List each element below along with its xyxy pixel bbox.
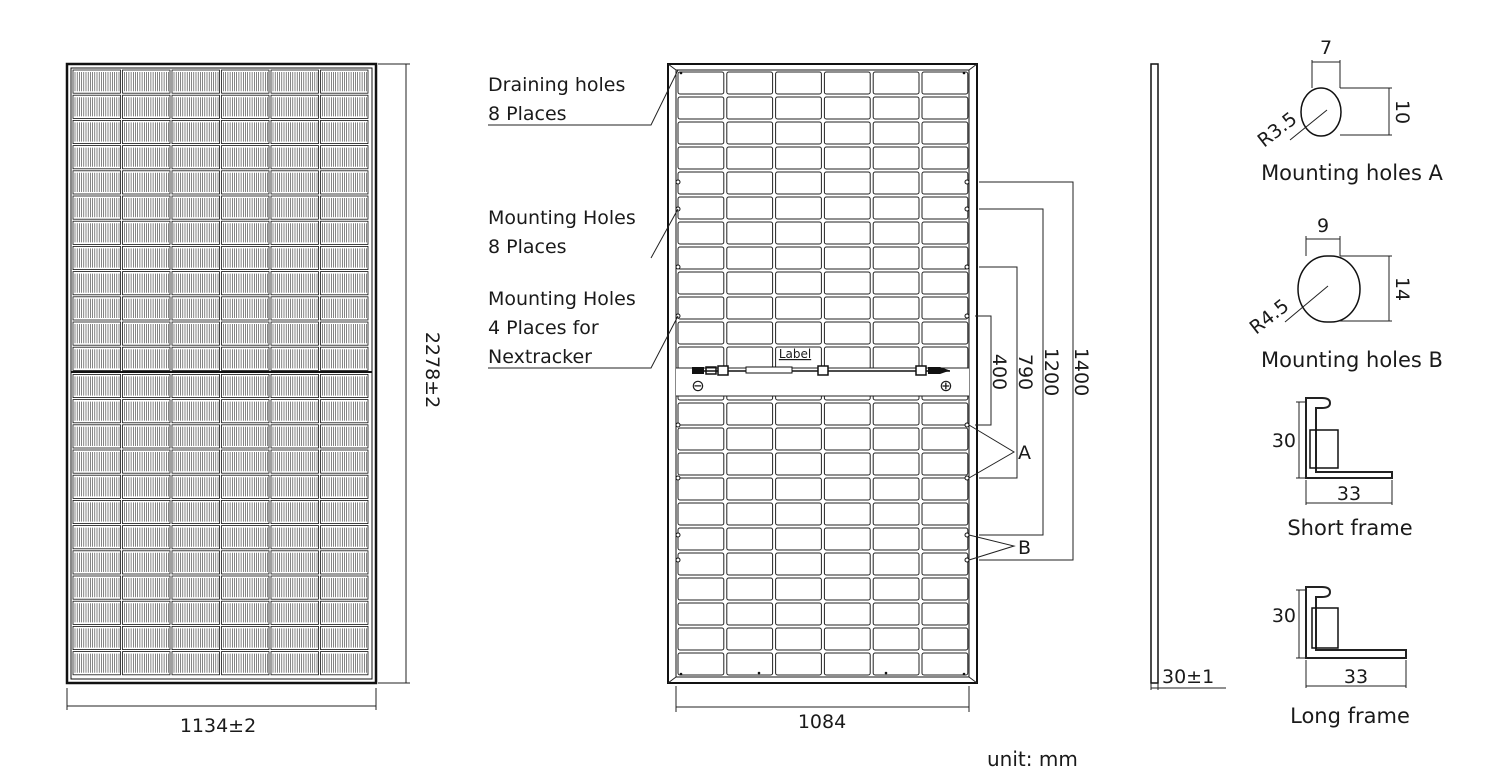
connector-left <box>692 367 704 374</box>
junction-box-center <box>817 365 829 376</box>
mounting-holes-label: Mounting Holes 8 Places <box>488 207 642 258</box>
label-tag: Label <box>779 347 811 361</box>
hole-a-radius: R3.5 <box>1254 108 1302 152</box>
hole-b-slot <box>1297 255 1361 323</box>
front-height-label: 2278±2 <box>421 332 443 408</box>
short-frame-cavity <box>1309 429 1339 469</box>
vertical-dimension-lines <box>975 181 1074 561</box>
back-view: Label ⊖ ⊕ Draining holes 8 Places Mount <box>488 63 1092 733</box>
draining-hole-markers <box>679 71 966 676</box>
hole-a-width: 7 <box>1320 37 1332 59</box>
hole-b-radius: R4.5 <box>1246 295 1294 339</box>
hole-a-caption: Mounting holes A <box>1261 161 1443 185</box>
short-frame-height: 30 <box>1272 430 1296 452</box>
front-view: 1134±2 2278±2 <box>65 62 443 737</box>
connector-right-head <box>940 367 950 374</box>
back-cell-grid <box>677 71 969 676</box>
hole-b-caption: Mounting holes B <box>1261 348 1443 372</box>
long-frame-caption: Long frame <box>1290 704 1410 728</box>
long-frame-height: 30 <box>1272 605 1296 627</box>
long-frame-detail: 30 33 Long frame <box>1272 586 1410 728</box>
dimension-1200: 1200 <box>1040 348 1062 396</box>
long-frame-cavity <box>1311 607 1339 649</box>
junction-box-left <box>717 365 729 376</box>
hole-b-detail: 9 14 R4.5 Mounting holes B <box>1246 215 1443 372</box>
dimension-400: 400 <box>988 354 1010 390</box>
short-frame-width: 33 <box>1337 483 1361 505</box>
unit-label: unit: mm <box>987 747 1078 771</box>
connector-right <box>928 367 940 374</box>
marker-b: B <box>1018 537 1031 559</box>
short-frame-detail: 30 33 Short frame <box>1272 397 1413 540</box>
hole-b-width: 9 <box>1317 215 1329 237</box>
front-panel-inner-frame <box>70 67 373 680</box>
label-plate <box>745 366 793 374</box>
long-frame-width: 33 <box>1344 666 1368 688</box>
front-cell-grid <box>72 69 369 676</box>
side-view: 30±1 <box>1150 63 1226 690</box>
dimension-1400: 1400 <box>1070 348 1092 396</box>
back-width-label: 1084 <box>798 711 846 733</box>
plus-terminal: ⊕ <box>939 376 952 395</box>
long-frame-profile <box>1305 586 1407 659</box>
short-frame-caption: Short frame <box>1287 516 1412 540</box>
dimension-790: 790 <box>1014 354 1036 390</box>
draining-holes-label: Draining holes 8 Places <box>488 74 631 125</box>
side-profile <box>1150 63 1159 684</box>
short-frame-profile <box>1305 397 1393 479</box>
hole-b-height: 14 <box>1391 277 1413 301</box>
marker-b-lines <box>968 534 1016 561</box>
front-width-label: 1134±2 <box>180 715 256 737</box>
hole-a-height: 10 <box>1391 100 1413 124</box>
marker-a: A <box>1018 442 1031 464</box>
marker-a-lines <box>968 424 1015 479</box>
hole-a-detail: 7 10 R3.5 Mounting holes A <box>1254 37 1444 185</box>
junction-box-right <box>915 365 927 376</box>
side-thickness-label: 30±1 <box>1162 666 1214 688</box>
hole-a-slot <box>1300 87 1342 137</box>
nextracker-holes-label: Mounting Holes 4 Places for Nextracker <box>488 288 642 368</box>
connector-left-head <box>705 366 717 375</box>
minus-terminal: ⊖ <box>691 376 704 395</box>
